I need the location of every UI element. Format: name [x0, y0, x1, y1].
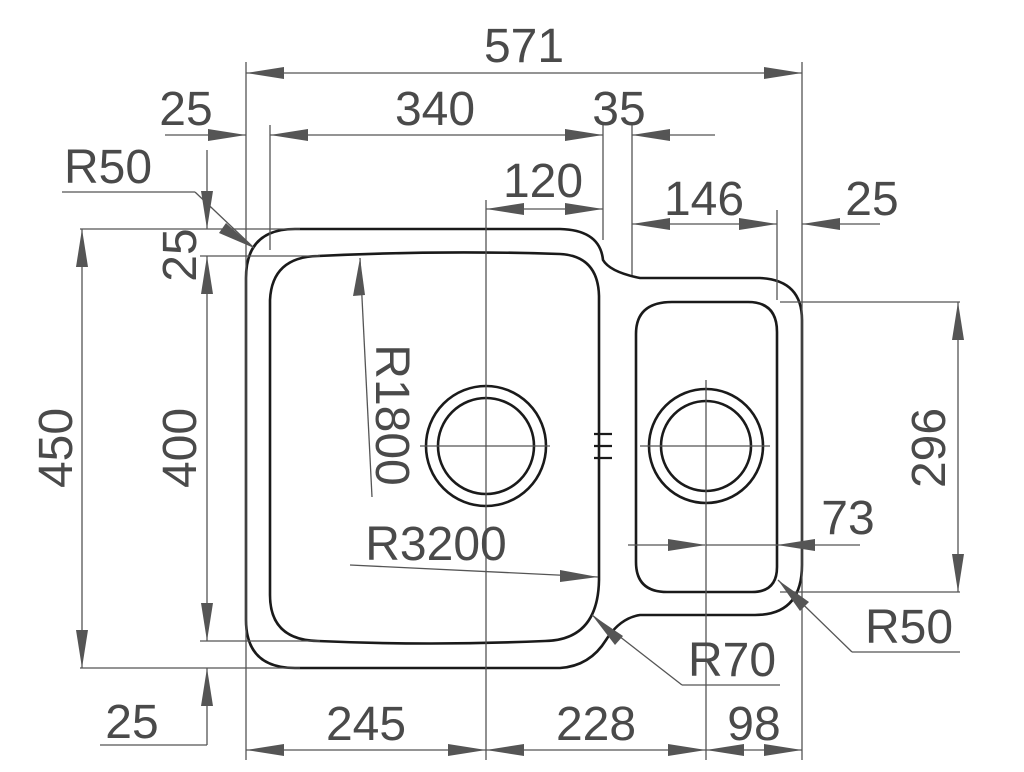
label-left-margin-top: 25 [159, 83, 212, 136]
sink-outer-contour [244, 227, 804, 670]
label-radius-inner: R70 [688, 634, 776, 687]
label-curve-radius-vertical: R1800 [365, 344, 418, 485]
label-curve-radius-horizontal: R3200 [365, 518, 506, 571]
label-small-drain-offset: 73 [821, 492, 874, 545]
label-total-width: 571 [484, 20, 564, 73]
label-top-margin: 25 [154, 228, 207, 281]
extension-lines [80, 62, 960, 760]
label-small-drain-position: 98 [727, 698, 780, 751]
label-large-drain-offset: 120 [503, 155, 583, 208]
label-bottom-margin: 25 [105, 696, 158, 749]
label-large-bowl-height: 400 [154, 408, 207, 488]
label-large-bowl-width: 340 [395, 83, 475, 136]
label-small-bowl-height: 296 [903, 408, 956, 488]
label-radius-bottom-right: R50 [865, 601, 953, 654]
label-small-bowl-width: 146 [664, 173, 744, 226]
vertical-dimension-lines [81, 150, 959, 746]
label-large-drain-position: 245 [326, 698, 406, 751]
large-bowl-contour [268, 251, 601, 645]
label-total-height: 450 [30, 408, 83, 488]
label-right-margin: 25 [845, 173, 898, 226]
center-lines [420, 200, 770, 760]
label-drain-spacing: 228 [556, 698, 636, 751]
overflow-slots [594, 432, 612, 460]
dimension-arrows [76, 67, 964, 756]
small-bowl-contour [634, 300, 779, 594]
label-radius-top-left: R50 [64, 141, 152, 194]
label-divider-width: 35 [592, 83, 645, 136]
